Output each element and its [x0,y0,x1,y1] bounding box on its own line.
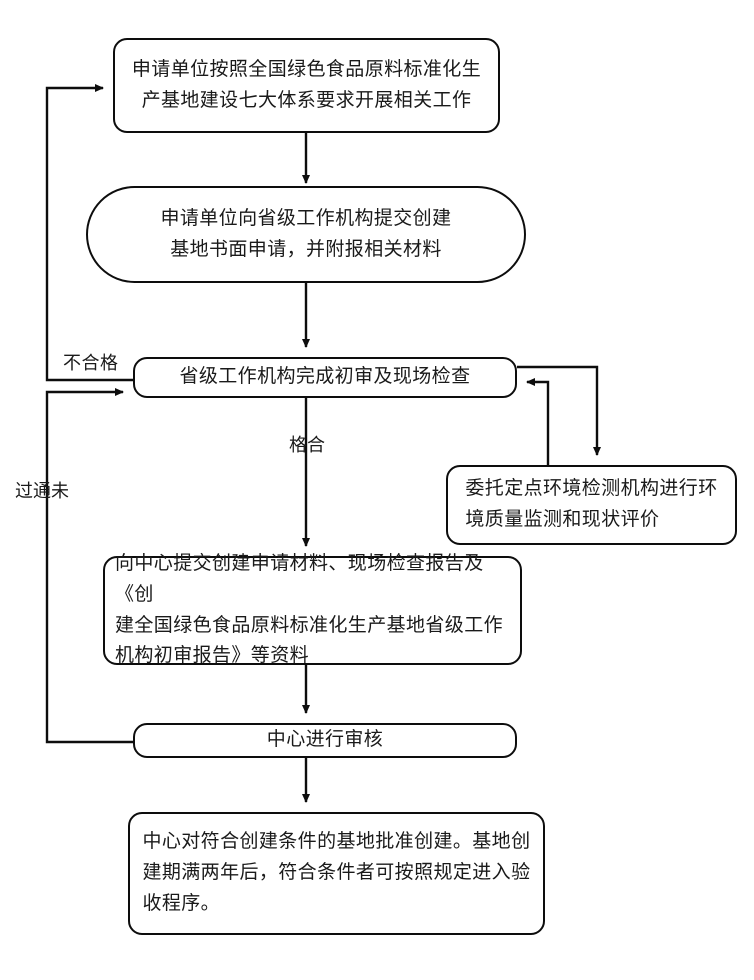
node-center-audit[interactable]: 中心进行审核 [133,723,517,758]
node-submit-to-center[interactable]: 向中心提交创建申请材料、现场检查报告及《创 建全国绿色食品原料标准化生产基地省级… [103,553,522,666]
node-submit-written-application[interactable]: 申请单位向省级工作机构提交创建 基地书面申请，并附报相关材料 [86,186,526,283]
node-center-audit-label: 中心进行审核 [266,729,384,751]
node-center-approval-label: 中心对符合创建条件的基地批准创建。基地创 建期满两年后，符合条件者可按照规定进入… [142,831,531,914]
node-environment-testing-label: 委托定点环境检测机构进行环 境质量监测和现状评价 [465,478,718,530]
node-provincial-preliminary-review-label: 省级工作机构完成初审及现场检查 [179,366,471,388]
node-submit-to-center-label: 向中心提交创建申请材料、现场检查报告及《创 建全国绿色食品原料标准化生产基地省级… [115,552,504,667]
node-provincial-preliminary-review[interactable]: 省级工作机构完成初审及现场检查 [133,357,517,398]
edge-label-unqualified: 不合格 [63,353,119,373]
node-apply-unit-work[interactable]: 申请单位按照全国绿色食品原料标准化生 产基地建设七大体系要求开展相关工作 [113,38,500,133]
node-submit-written-application-label: 申请单位向省级工作机构提交创建 基地书面申请，并附报相关材料 [160,207,452,260]
edge-review-to-environment [517,365,601,456]
edge-environment-to-review [526,378,550,465]
node-apply-unit-work-label: 申请单位按照全国绿色食品原料标准化生 产基地建设七大体系要求开展相关工作 [131,58,482,111]
edge-label-qualified: 合 格 [287,435,325,467]
node-environment-testing[interactable]: 委托定点环境检测机构进行环 境质量监测和现状评价 [446,465,737,545]
node-center-approval[interactable]: 中心对符合创建条件的基地批准创建。基地创 建期满两年后，符合条件者可按照规定进入… [128,812,545,935]
edge-label-not-passed: 未 通 过 [13,481,69,513]
